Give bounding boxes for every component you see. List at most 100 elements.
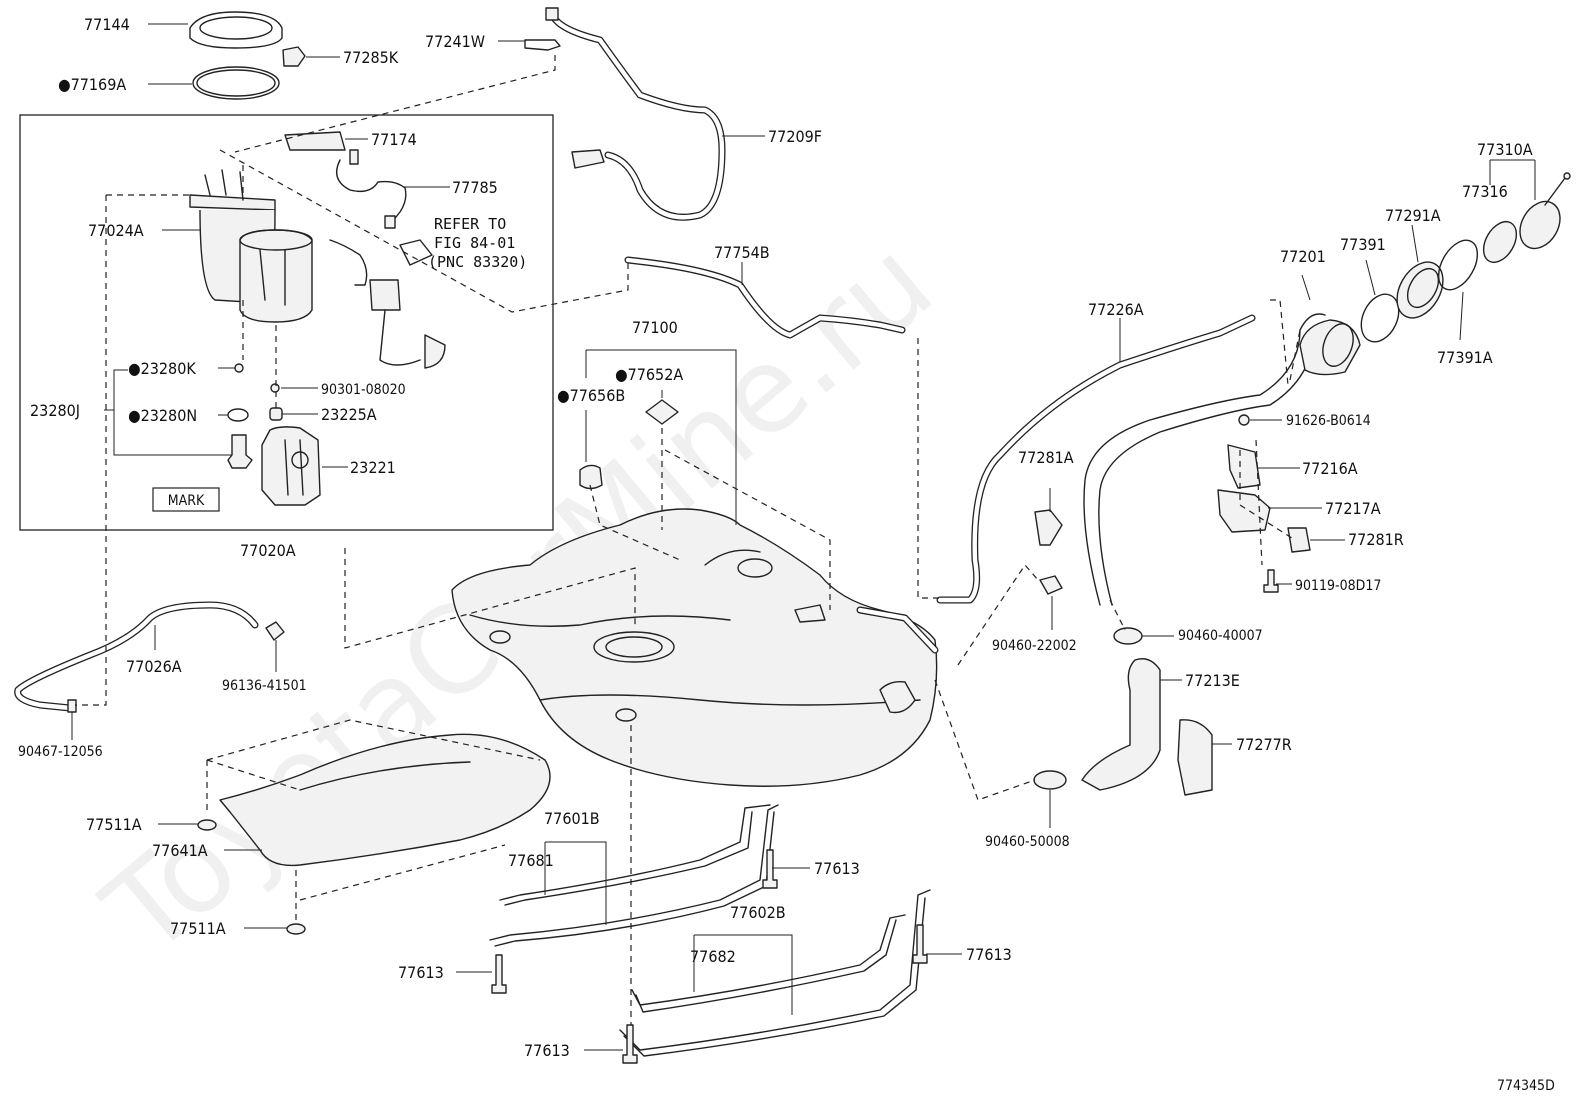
label-77391a: 77391A (1437, 348, 1493, 367)
bracket-part-77216a (1227, 444, 1261, 489)
pump-module-box (19, 114, 554, 531)
label-77613-a: 77613 (814, 859, 860, 878)
label-23225a: 23225A (321, 405, 377, 424)
label-90460-40007: 90460-40007 (1178, 628, 1263, 644)
fuel-tank (451, 508, 939, 787)
clip-part-77281r (1287, 527, 1311, 553)
bolt-part-90119 (1263, 569, 1279, 593)
label-77144: 77144 (84, 15, 130, 34)
bumper-part-77656b (579, 464, 603, 490)
label-23221: 23221 (350, 458, 396, 477)
label-90467-12056: 90467-12056 (18, 744, 103, 760)
label-77226a: 77226A (1088, 300, 1144, 319)
label-77281r: 77281R (1348, 530, 1404, 549)
clamp-part-96136 (265, 621, 285, 641)
label-90301-08020: 90301-08020 (321, 382, 406, 398)
label-23280n: ●23280N (128, 406, 197, 425)
label-77613-b: 77613 (398, 963, 444, 982)
clamp-part-90460-22002 (1039, 575, 1063, 595)
label-77201: 77201 (1280, 247, 1326, 266)
label-77601b: 77601B (544, 809, 600, 828)
fuel-cap-77310a (1519, 172, 1571, 250)
label-77316: 77316 (1462, 182, 1508, 201)
pump-part-23221 (261, 426, 321, 506)
label-77213e: 77213E (1185, 671, 1240, 690)
label-90460-50008: 90460-50008 (985, 834, 1070, 850)
ring-part-77316 (1482, 221, 1518, 263)
label-77281a: 77281A (1018, 448, 1074, 467)
fuel-pump-assembly (189, 169, 313, 323)
clamp-part-90460-40007 (1113, 627, 1143, 645)
filler-pipe-77226a (936, 314, 1256, 604)
protector-part-77641a (219, 733, 551, 867)
clamp-part-77174 (284, 131, 346, 151)
label-77613-c: 77613 (966, 945, 1012, 964)
gasket-part (192, 66, 280, 100)
hose-part-77213e (1081, 658, 1161, 791)
ref-note-line-3: (PNC 83320) (428, 253, 527, 271)
cushion-part-77652a (645, 399, 679, 425)
tank-band-77602b (619, 889, 931, 1057)
label-77217a: 77217A (1325, 499, 1381, 518)
label-77024a: 77024A (88, 221, 144, 240)
bolt-part-77613-d (622, 1024, 638, 1064)
leader-lines (71, 23, 1536, 1051)
label-77026a: 77026A (126, 657, 182, 676)
label-77681: 77681 (508, 851, 554, 870)
label-77291a: 77291A (1385, 206, 1441, 225)
label-77216a: 77216A (1302, 459, 1358, 478)
gasket-part-77391 (1360, 293, 1400, 343)
label-77511a-bot: 77511A (170, 919, 226, 938)
clamp-part-90460-50008 (1033, 770, 1067, 790)
label-77391: 77391 (1340, 235, 1386, 254)
label-77602b: 77602B (730, 903, 786, 922)
label-77241w: 77241W (425, 32, 485, 51)
harness-part-77785 (336, 159, 407, 223)
tank-band-77601b (489, 804, 779, 947)
figure-code: 774345D (1497, 1078, 1555, 1094)
o-ring-part-90301 (270, 383, 280, 393)
label-77641a: 77641A (152, 841, 208, 860)
label-23280k: ●23280K (128, 359, 196, 378)
cap-ring-part-77291a (1396, 261, 1444, 319)
label-77209f: 77209F (768, 127, 822, 146)
label-90460-22002: 90460-22002 (992, 638, 1077, 654)
label-77174: 77174 (371, 130, 417, 149)
gasket-part-77391a (1437, 239, 1479, 291)
label-77277r: 77277R (1236, 735, 1292, 754)
label-77285k: 77285K (343, 48, 399, 67)
bracket-part-77217a (1217, 489, 1271, 533)
bolt-part-77613-a (762, 849, 778, 889)
bracket-part-77241w (524, 39, 561, 51)
label-96136-41501: 96136-41501 (222, 678, 307, 694)
clip-part-77281a (1034, 509, 1063, 546)
label-77754b: 77754B (714, 243, 770, 262)
filler-neck-77201 (1083, 313, 1326, 606)
label-77613-d: 77613 (524, 1041, 570, 1060)
clip-part-77285k (282, 46, 306, 67)
dashed-guides (75, 55, 1301, 1025)
cushion-part-23225a (269, 407, 283, 421)
label-77682: 77682 (690, 947, 736, 966)
label-77652a: ●77652A (615, 365, 683, 384)
label-91626-b0614: 91626-B0614 (1286, 413, 1371, 429)
clip-part-90467 (67, 699, 77, 713)
label-77656b: ●77656B (557, 386, 625, 405)
clip-part-77511a-top (197, 819, 217, 831)
gasket-part-23280n (227, 408, 249, 422)
label-77785: 77785 (452, 178, 498, 197)
label-77020a: 77020A (240, 541, 296, 560)
label-77100: 77100 (632, 318, 678, 337)
mark-box (152, 487, 220, 512)
label-23280j: 23280J (30, 401, 80, 420)
seal-part-23280k (234, 363, 244, 373)
regulator-part (227, 434, 253, 469)
label-77310a: 77310A (1477, 140, 1533, 159)
part-labels: 77144 77285K ●77169A 77241W 77209F 77174… (18, 15, 1555, 1094)
ref-note-line-1: REFER TO (434, 215, 506, 233)
bolt-part-91626 (1238, 414, 1250, 426)
label-90119-08d17: 90119-08D17 (1295, 578, 1381, 594)
label-77169a: ●77169A (58, 75, 126, 94)
